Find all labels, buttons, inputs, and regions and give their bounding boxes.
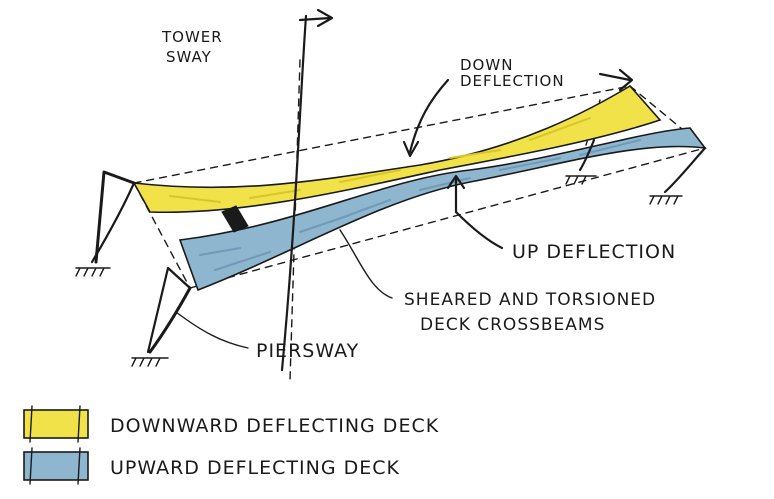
near-tower	[75, 170, 136, 277]
pier-sway-label: PIERSWAY	[256, 340, 359, 362]
legend-swatch-yellow	[23, 409, 89, 439]
far-tower	[649, 146, 707, 205]
legend-label-downward: DOWNWARD DEFLECTING DECK	[110, 415, 439, 437]
legend-item-upward: UPWARD DEFLECTING DECK	[23, 447, 400, 485]
pier-sway-leader	[175, 311, 249, 349]
sheared-beams-leader	[339, 229, 393, 299]
up-deflection-arrow	[446, 174, 504, 250]
down-deflection-label-line1: DOWN	[460, 56, 513, 74]
sheared-beams-label-line2: DECK CROSSBEAMS	[420, 315, 605, 335]
upward-deflecting-deck	[178, 127, 707, 292]
downward-deck-texture	[169, 117, 591, 203]
original-deck-top-line	[133, 85, 631, 184]
legend: DOWNWARD DEFLECTING DECK UPWARD DEFLECTI…	[23, 405, 439, 485]
near-pier	[131, 266, 192, 367]
legend-item-downward: DOWNWARD DEFLECTING DECK	[23, 405, 439, 443]
original-deck-bottom-line	[189, 147, 706, 289]
far-pier	[565, 138, 597, 185]
tower-sway-arrow	[280, 8, 334, 372]
legend-swatch-blue-strokes	[29, 447, 81, 485]
legend-swatch-blue	[23, 451, 89, 481]
down-deflection-arrows	[402, 68, 634, 158]
sheared-beams-label-line1: SHEARED AND TORSIONED	[404, 290, 656, 310]
upward-deck-texture	[199, 139, 641, 271]
down-deflection-label-line2: DEFLECTION	[460, 72, 565, 90]
legend-swatch-yellow-strokes	[29, 405, 81, 443]
tower-sway-label-line1: TOWER	[161, 28, 223, 46]
up-deflection-label: UP DEFLECTION	[512, 241, 676, 263]
tower-sway-label-line2: SWAY	[166, 48, 212, 66]
legend-label-upward: UPWARD DEFLECTING DECK	[110, 457, 400, 479]
sheared-crossbeam	[221, 205, 249, 233]
downward-deflecting-deck	[132, 84, 662, 214]
